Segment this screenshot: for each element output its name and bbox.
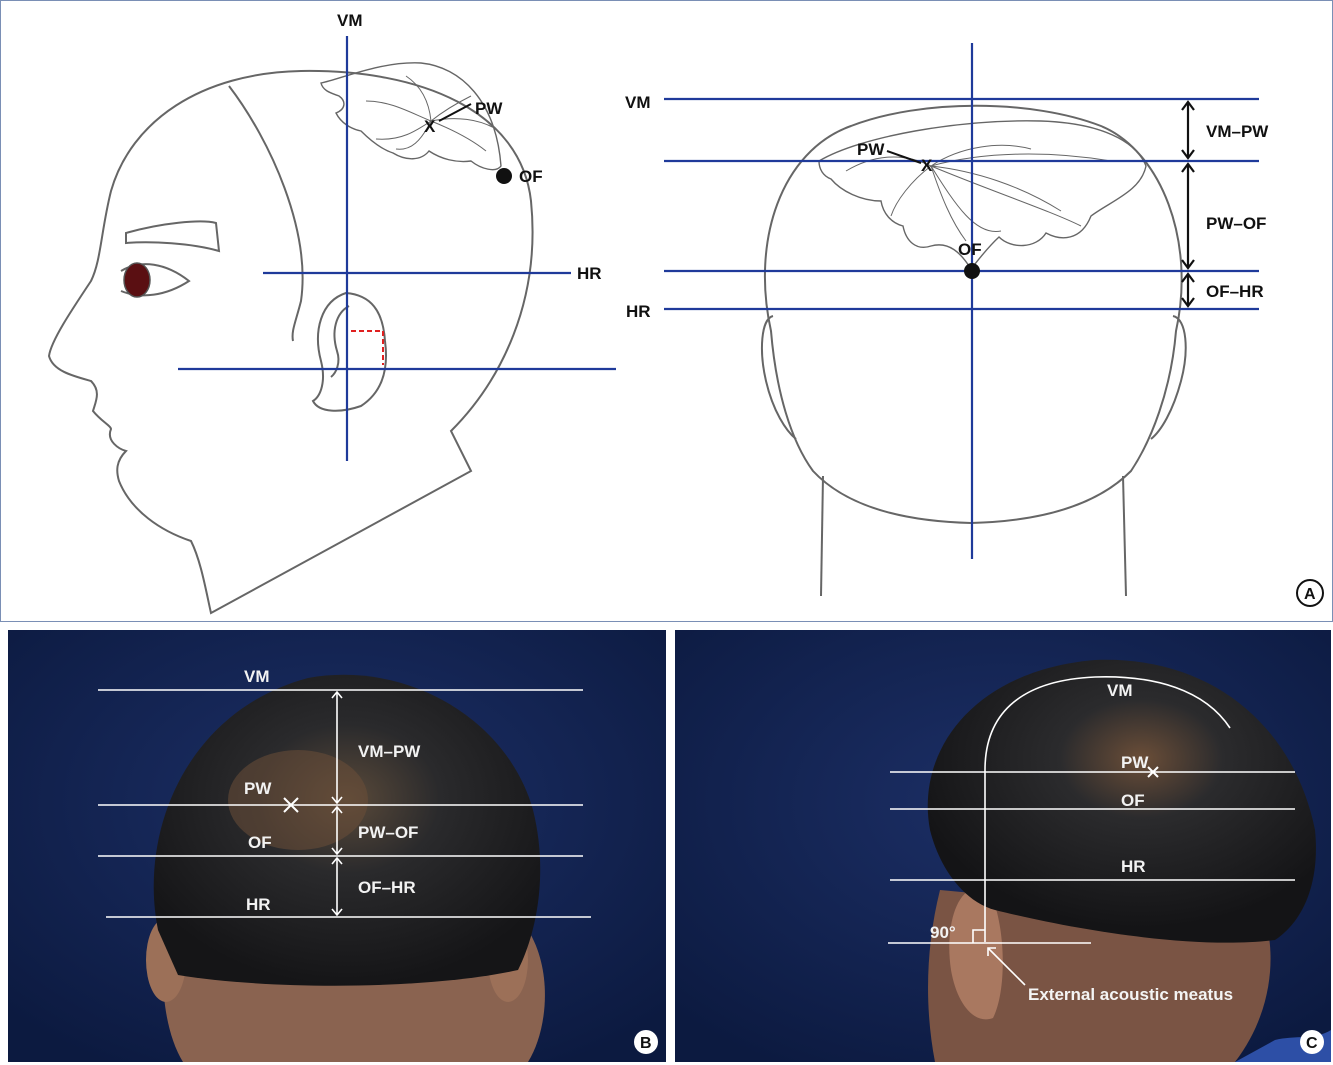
panel-c-badge-letter: C [1306, 1035, 1318, 1052]
back-neck [821, 476, 823, 596]
c-angle-label: 90° [930, 923, 956, 942]
c-pw-label: PW [1121, 753, 1149, 772]
back-guide-lines [664, 43, 1259, 559]
side-right-angle-marker [351, 331, 383, 365]
back-vm-label: VM [625, 93, 651, 112]
side-head-outline [49, 71, 533, 613]
c-hr-label: HR [1121, 857, 1146, 876]
back-of-dot [964, 263, 980, 279]
panel-c-svg: VM PW OF HR 90° External acoustic meatus… [675, 630, 1331, 1062]
panel-b-badge-letter: B [640, 1035, 652, 1052]
side-ear-outer [313, 293, 386, 411]
side-guide-lines [178, 36, 616, 461]
back-x-label: X [921, 156, 933, 175]
side-x-label: X [424, 117, 436, 136]
b-of-hr-label: OF–HR [358, 878, 416, 897]
back-vm-pw-label: VM–PW [1206, 122, 1269, 141]
b-pw-of-label: PW–OF [358, 823, 418, 842]
back-distance-arrows [1182, 102, 1194, 306]
c-meatus-label: External acoustic meatus [1028, 985, 1233, 1004]
back-view-head [762, 106, 1186, 596]
c-of-label: OF [1121, 791, 1145, 810]
side-eyebrow [126, 221, 219, 251]
panel-a-svg: VM X PW OF HR [1, 1, 1333, 622]
side-eye-pupil [124, 263, 150, 297]
panel-c-photo: VM PW OF HR 90° External acoustic meatus… [675, 630, 1331, 1062]
b-hr-label: HR [246, 895, 271, 914]
side-of-dot [496, 168, 512, 184]
back-head-outline [765, 106, 1182, 523]
back-ear-left [762, 316, 796, 439]
back-of-label: OF [958, 240, 982, 259]
panel-b-svg: VM PW OF HR VM–PW PW–OF OF–HR B [8, 630, 666, 1062]
back-whorl-strands [846, 145, 1111, 241]
side-vm-label: VM [337, 11, 363, 30]
side-view-head [49, 63, 533, 613]
panel-a-badge-letter: A [1304, 586, 1316, 603]
side-of-label: OF [519, 167, 543, 186]
back-of-hr-label: OF–HR [1206, 282, 1264, 301]
c-vm-label: VM [1107, 681, 1133, 700]
back-pw-label: PW [857, 140, 885, 159]
side-pw-label: PW [475, 99, 503, 118]
back-pw-of-label: PW–OF [1206, 214, 1266, 233]
side-hairline [229, 86, 303, 341]
panel-a-illustration: VM X PW OF HR [0, 0, 1333, 622]
b-pw-label: PW [244, 779, 272, 798]
side-hr-label: HR [577, 264, 602, 283]
b-vm-label: VM [244, 667, 270, 686]
b-vm-pw-label: VM–PW [358, 742, 421, 761]
back-neck-right [1123, 476, 1126, 596]
panel-b-photo: VM PW OF HR VM–PW PW–OF OF–HR B [8, 630, 666, 1062]
back-hr-label: HR [626, 302, 651, 321]
b-of-label: OF [248, 833, 272, 852]
